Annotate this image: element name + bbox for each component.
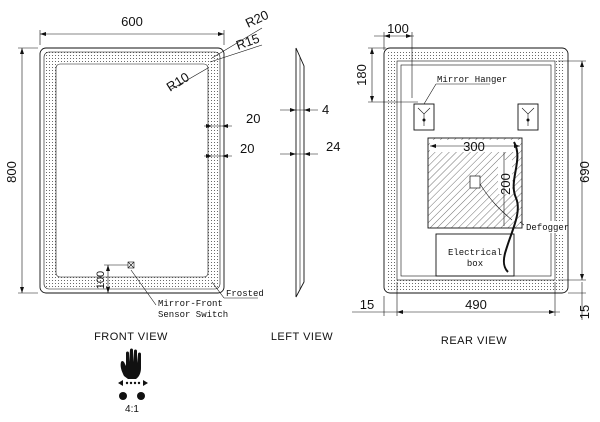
hanger-leader (423, 83, 437, 105)
sensor-ratio: 4:1 (125, 404, 139, 415)
front-view: 600 800 R20 R15 R10 20 20 1 (4, 7, 271, 415)
frosted-outer-edge (43, 51, 221, 290)
sensor-leader (130, 269, 157, 306)
frosted-label: Frosted (226, 289, 264, 299)
edge-dim-1: 20 (246, 111, 260, 126)
defogger-terminal (469, 175, 481, 189)
sensor-label-line2: Sensor Switch (158, 310, 228, 320)
frosted-band (44, 52, 220, 289)
width-dimension: 600 (121, 14, 143, 29)
sensor-dot-right-icon (137, 392, 145, 400)
sensor-offset-dim: 100 (95, 271, 107, 289)
frame-depth-dim: 4 (322, 102, 329, 117)
sensor-switch-mark (127, 261, 135, 269)
inner-width-dim: 490 (465, 297, 487, 312)
margin-left-dim: 15 (360, 297, 374, 312)
r10-label: R10 (164, 69, 192, 94)
side-profile (295, 47, 305, 298)
power-cable (502, 141, 519, 273)
rear-view: 100 180 Mirror Hanger 300 200 (352, 21, 592, 347)
rear-inner-panel (396, 60, 556, 281)
rear-mirror-outline (383, 47, 569, 294)
front-mirror-outline (39, 47, 225, 294)
front-view-title: FRONT VIEW (94, 331, 168, 343)
inner-height-dim: 690 (577, 161, 592, 183)
mirror-hanger-right (517, 103, 539, 131)
electrical-box (435, 233, 515, 277)
hanger-offset-x-dim: 100 (387, 21, 409, 36)
electrical-box-label-line1: Electrical (448, 248, 502, 258)
margin-bottom-dim: 15 (577, 305, 592, 319)
r20-label: R20 (243, 7, 271, 31)
r10-leader (169, 67, 209, 91)
defogger-label: Defogger (526, 223, 569, 233)
defogger-width-dim: 300 (463, 139, 485, 154)
left-view-title: LEFT VIEW (271, 331, 333, 343)
sensor-dot-left-icon (119, 392, 127, 400)
frosted-leader (211, 281, 225, 299)
sensor-label-line1: Mirror-Front (158, 299, 223, 309)
hand-wave-icon (120, 348, 141, 379)
r20-leader (211, 27, 263, 59)
edge-dim-2: 20 (240, 141, 254, 156)
r15-label: R15 (234, 31, 262, 53)
hanger-offset-y-dim: 180 (354, 64, 369, 86)
mirror-hanger-left (413, 103, 435, 131)
electrical-box-label-line2: box (467, 259, 483, 269)
frosted-inner-edge (55, 63, 209, 278)
r15-leader (209, 44, 263, 63)
mirror-hanger-label: Mirror Hanger (437, 75, 507, 85)
total-depth-dim: 24 (326, 139, 340, 154)
swipe-arrows-icon (118, 380, 148, 386)
rear-view-title: REAR VIEW (441, 335, 507, 347)
left-view: 4 24 LEFT VIEW (271, 47, 340, 343)
height-dimension: 800 (4, 161, 19, 183)
defogger-height-dim: 200 (498, 173, 513, 195)
